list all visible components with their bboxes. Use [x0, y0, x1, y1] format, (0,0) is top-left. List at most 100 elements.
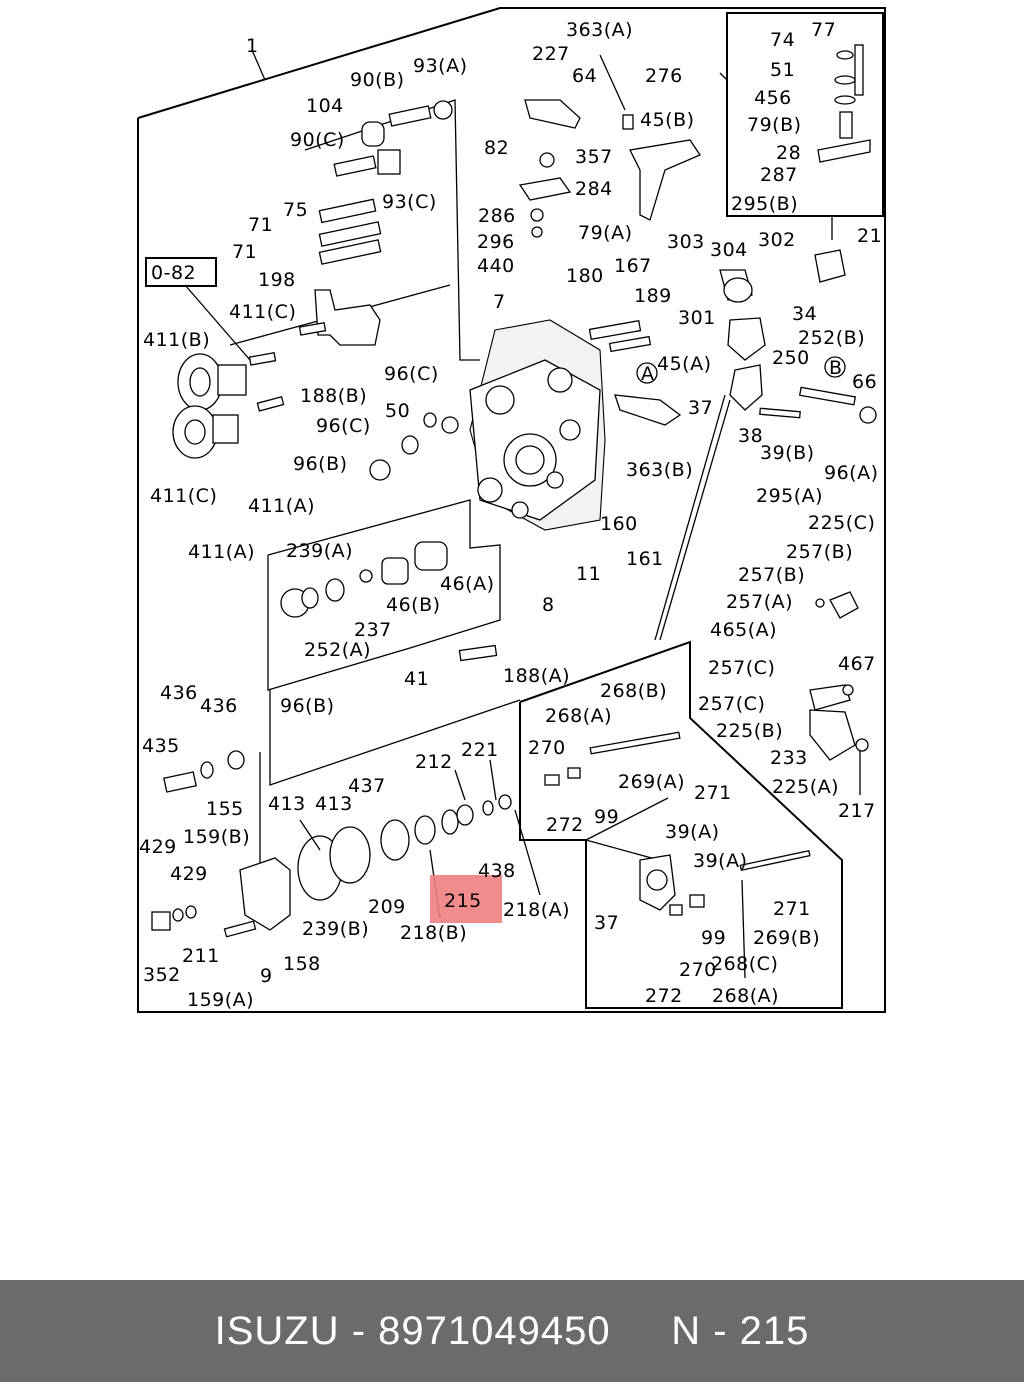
part-label: 257(A) — [726, 591, 793, 613]
part-label: 225(A) — [772, 776, 839, 798]
footer-ref-prefix: N — [671, 1308, 702, 1353]
footer-separator-2: - — [713, 1308, 728, 1353]
part-label: 51 — [770, 59, 795, 81]
part-label: 272 — [546, 814, 584, 836]
part-label: 217 — [838, 800, 876, 822]
part-label: 304 — [710, 239, 748, 261]
footer-separator-1: - — [351, 1308, 367, 1353]
part-label: 301 — [678, 307, 716, 329]
header-box-label: 0-82 — [151, 262, 196, 284]
spring-assembly-outline — [267, 499, 501, 691]
part-label: 239(B) — [302, 918, 369, 940]
part-label: 352 — [143, 964, 181, 986]
part-label: 45(B) — [640, 109, 695, 131]
part-label: 435 — [142, 735, 180, 757]
footer-bar: ISUZU - 8971049450 N - 215 — [0, 1280, 1024, 1382]
part-label: 39(A) — [665, 821, 720, 843]
part-label: 96(C) — [316, 415, 371, 437]
part-label: 11 — [576, 563, 601, 585]
part-label: B — [829, 357, 843, 379]
lever-45a — [614, 394, 682, 426]
part-label: 225(C) — [808, 512, 875, 534]
part-label: 160 — [600, 513, 638, 535]
part-label: 21 — [857, 225, 882, 247]
part-label: 188(A) — [503, 665, 570, 687]
part-label: 218(B) — [400, 922, 467, 944]
throttle-parts-right — [809, 591, 869, 761]
part-label: 9 — [260, 965, 273, 987]
part-label: 413 — [268, 793, 306, 815]
lever-inset-upper — [519, 640, 843, 1009]
part-label: 71 — [248, 214, 273, 236]
part-label: 188(B) — [300, 385, 367, 407]
leader-lines — [184, 49, 861, 979]
governor-housing-parts — [151, 750, 512, 938]
part-label: 411(A) — [248, 495, 315, 517]
part-label: 75 — [283, 199, 308, 221]
part-label: 212 — [415, 751, 453, 773]
washers-left-centre — [248, 322, 459, 481]
part-label: 411(C) — [229, 301, 296, 323]
part-label: 276 — [645, 65, 683, 87]
part-label: 411(A) — [188, 541, 255, 563]
part-label: 159(A) — [187, 989, 254, 1011]
part-label: 239(A) — [286, 540, 353, 562]
footer-brand: ISUZU — [214, 1308, 340, 1353]
part-label: 37 — [594, 912, 619, 934]
governor-housing-outline — [269, 690, 521, 786]
part-label: 90(B) — [350, 69, 405, 91]
part-label: 158 — [283, 953, 321, 975]
part-label: 272 — [645, 985, 683, 1007]
part-label: A — [641, 363, 655, 385]
part-label: 357 — [575, 146, 613, 168]
part-label: 99 — [701, 927, 726, 949]
part-label: 79(A) — [578, 222, 633, 244]
part-label: 82 — [484, 137, 509, 159]
part-label: 271 — [694, 782, 732, 804]
part-label: 227 — [532, 43, 570, 65]
highlight-box — [430, 875, 502, 923]
main-assembly-frame — [137, 7, 886, 1013]
lower-inset-parts — [544, 731, 811, 916]
part-label: 211 — [182, 945, 220, 967]
part-label: 77 — [811, 19, 836, 41]
reference-circle — [636, 362, 658, 384]
shaft-180 — [588, 319, 642, 341]
exploded-parts-diagram: 0-82 1363(A)2276490(B)93(A)10490(C)93(C)… — [137, 7, 886, 1013]
part-label: 250 — [772, 347, 810, 369]
part-label: 233 — [770, 747, 808, 769]
part-label: 66 — [852, 371, 877, 393]
part-label: 37 — [688, 397, 713, 419]
part-label: 270 — [528, 737, 566, 759]
part-label: 71 — [232, 241, 257, 263]
part-label: 252(A) — [304, 639, 371, 661]
part-label: 302 — [758, 229, 796, 251]
part-label: 167 — [614, 255, 652, 277]
actuator-lower — [172, 405, 239, 459]
part-label: 93(C) — [382, 191, 437, 213]
part-label: 269(B) — [753, 927, 820, 949]
part-label: 225(B) — [716, 720, 783, 742]
part-label: 438 — [478, 860, 516, 882]
part-labels: 1363(A)2276490(B)93(A)10490(C)93(C)75717… — [139, 19, 882, 1011]
part-label: 436 — [160, 682, 198, 704]
pump-body — [469, 319, 606, 531]
footer-part-number: 8971049450 — [378, 1308, 611, 1353]
inset-linkage-parts — [817, 44, 871, 163]
cover-304 — [723, 277, 753, 303]
part-label: 456 — [754, 87, 792, 109]
part-label: 269(A) — [618, 771, 685, 793]
part-label: 257(C) — [698, 693, 765, 715]
springs-top-left — [318, 100, 453, 265]
part-label: 90(C) — [290, 129, 345, 151]
part-label: 1 — [246, 35, 259, 57]
part-label: 284 — [575, 178, 613, 200]
part-label: 79(B) — [747, 114, 802, 136]
part-label: 161 — [626, 548, 664, 570]
reference-circle — [824, 356, 846, 378]
part-label: 411(C) — [150, 485, 217, 507]
governor-lever-top — [518, 99, 701, 238]
part-label: 257(B) — [738, 564, 805, 586]
part-label: 159(B) — [183, 826, 250, 848]
part-label: 96(C) — [384, 363, 439, 385]
